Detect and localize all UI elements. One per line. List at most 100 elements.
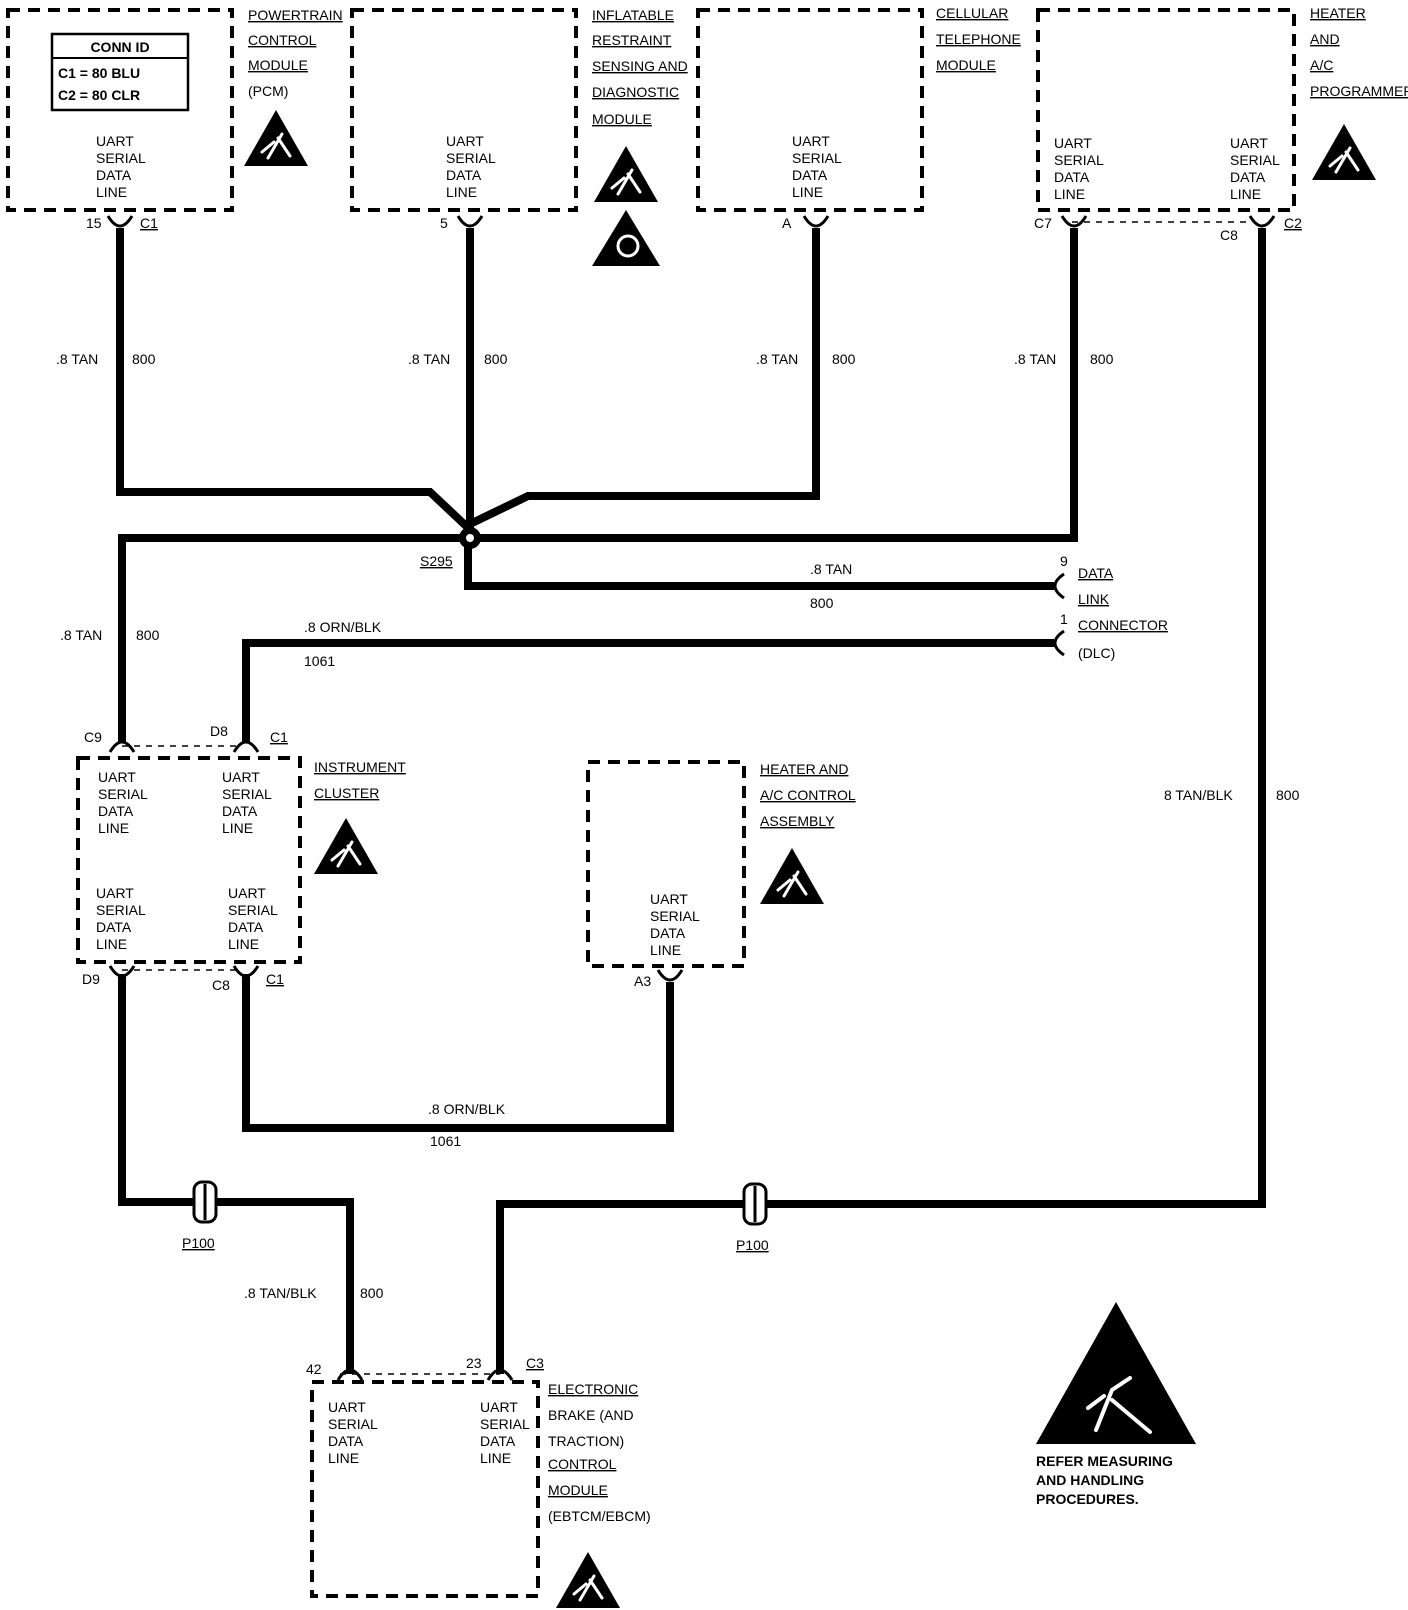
irsdm-name: INFLATABLE RESTRAINT SENSING AND DIAGNOS… xyxy=(592,7,688,127)
svg-text:LINE: LINE xyxy=(480,1450,511,1466)
svg-text:DATA: DATA xyxy=(650,925,686,941)
cluster-conn-c1-top: C1 xyxy=(270,729,288,745)
wire6-num: 800 xyxy=(810,595,834,611)
svg-text:DATA: DATA xyxy=(328,1433,364,1449)
svg-text:CONNECTOR: CONNECTOR xyxy=(1078,617,1168,633)
svg-text:LINE: LINE xyxy=(98,820,129,836)
cluster-pin-d9: D9 xyxy=(82,971,100,987)
svg-text:PROCEDURES.: PROCEDURES. xyxy=(1036,1491,1139,1507)
p100-right-label: P100 xyxy=(736,1237,769,1253)
esd-note: REFER MEASURING AND HANDLING PROCEDURES. xyxy=(1036,1453,1173,1507)
svg-text:UART: UART xyxy=(96,885,134,901)
svg-text:LINE: LINE xyxy=(650,942,681,958)
wire3-color: .8 TAN xyxy=(756,351,798,367)
svg-text:A/C CONTROL: A/C CONTROL xyxy=(760,787,856,803)
wire9-color: .8 ORN/BLK xyxy=(428,1101,506,1117)
wire8-color: 8 TAN/BLK xyxy=(1164,787,1233,803)
svg-text:UART: UART xyxy=(792,133,830,149)
svg-text:SERIAL: SERIAL xyxy=(98,786,148,802)
wire-hvac-prog-800 xyxy=(466,228,1078,542)
svg-text:DATA: DATA xyxy=(1230,169,1266,185)
svg-text:SERIAL: SERIAL xyxy=(446,150,496,166)
cellular-box xyxy=(696,8,924,212)
svg-text:INSTRUMENT: INSTRUMENT xyxy=(314,759,406,775)
svg-text:UART: UART xyxy=(222,769,260,785)
wire1-num: 800 xyxy=(132,351,156,367)
wire8-num: 800 xyxy=(1276,787,1300,803)
splice-label: S295 xyxy=(420,553,453,569)
svg-text:CELLULAR: CELLULAR xyxy=(936,5,1008,21)
svg-text:UART: UART xyxy=(1054,135,1092,151)
wire6-color: .8 TAN xyxy=(810,561,852,577)
svg-text:DIAGNOSTIC: DIAGNOSTIC xyxy=(592,84,679,100)
svg-text:AND: AND xyxy=(1310,31,1340,47)
esd-large-icon xyxy=(1036,1302,1196,1444)
svg-text:MODULE: MODULE xyxy=(592,111,652,127)
svg-text:SERIAL: SERIAL xyxy=(650,908,700,924)
svg-text:UART: UART xyxy=(446,133,484,149)
hvac-control-name: HEATER AND A/C CONTROL ASSEMBLY xyxy=(760,761,856,829)
svg-text:UART: UART xyxy=(480,1399,518,1415)
wire5-color: .8 TAN xyxy=(60,627,102,643)
pcm-conn-label: C1 xyxy=(140,215,158,231)
svg-text:LINE: LINE xyxy=(96,936,127,952)
esd-icon-ebtcm xyxy=(554,1550,622,1610)
cluster-pin-d8: D8 xyxy=(210,723,228,739)
svg-text:SERIAL: SERIAL xyxy=(328,1416,378,1432)
wire-cluster-800 xyxy=(118,534,474,742)
wire7-color: .8 ORN/BLK xyxy=(304,619,382,635)
ebtcm-pin-23: 23 xyxy=(466,1355,482,1371)
svg-text:LINE: LINE xyxy=(1054,186,1085,202)
irsdm-box xyxy=(350,8,578,212)
cluster-conn-c1-bot: C1 xyxy=(266,971,284,987)
svg-text:SERIAL: SERIAL xyxy=(1054,152,1104,168)
p100-right-connector xyxy=(742,1182,768,1226)
svg-text:DATA: DATA xyxy=(446,167,482,183)
wire-hvac-ctrl-1061 xyxy=(242,974,674,1132)
pcm-box xyxy=(6,8,234,212)
svg-text:MODULE: MODULE xyxy=(248,57,308,73)
hvac-prog-pin-c8: C8 xyxy=(1220,227,1238,243)
svg-text:CLUSTER: CLUSTER xyxy=(314,785,379,801)
p100-left-label: P100 xyxy=(182,1235,215,1251)
pcm-name: POWERTRAIN CONTROL MODULE (PCM) xyxy=(248,7,343,99)
svg-text:MODULE: MODULE xyxy=(936,57,996,73)
svg-text:UART: UART xyxy=(228,885,266,901)
wire-dlc-800 xyxy=(464,534,1054,590)
hvac-prog-pin-c7: C7 xyxy=(1034,215,1052,231)
svg-text:DATA: DATA xyxy=(792,167,828,183)
svg-text:LINE: LINE xyxy=(446,184,477,200)
conn-id-title: CONN ID xyxy=(90,39,149,55)
wire3-num: 800 xyxy=(832,351,856,367)
pin-terminals xyxy=(106,215,1276,1381)
svg-text:POWERTRAIN: POWERTRAIN xyxy=(248,7,343,23)
svg-text:LINE: LINE xyxy=(1230,186,1261,202)
hvac-programmer-box xyxy=(1036,8,1296,212)
svg-text:REFER MEASURING: REFER MEASURING xyxy=(1036,1453,1173,1469)
wire2-color: .8 TAN xyxy=(408,351,450,367)
svg-text:PROGRAMMER: PROGRAMMER xyxy=(1310,83,1408,99)
dlc-pin-1: 1 xyxy=(1060,611,1068,627)
wire4-num: 800 xyxy=(1090,351,1114,367)
svg-text:UART: UART xyxy=(96,133,134,149)
svg-text:LINE: LINE xyxy=(328,1450,359,1466)
conn-id-box xyxy=(50,32,190,112)
svg-text:UART: UART xyxy=(98,769,136,785)
conn-id-line1: C1 = 80 BLU xyxy=(58,65,140,81)
wire-cluster-ebtcm-800 xyxy=(118,974,354,1374)
svg-text:CONTROL: CONTROL xyxy=(248,32,317,48)
esd-icon-pcm xyxy=(242,108,310,168)
hvac-prog-conn-c2: C2 xyxy=(1284,215,1302,231)
svg-text:SERIAL: SERIAL xyxy=(480,1416,530,1432)
svg-text:SERIAL: SERIAL xyxy=(96,902,146,918)
esd-icon-hvac-programmer xyxy=(1310,122,1378,182)
ebtcm-name: ELECTRONIC BRAKE (AND TRACTION) CONTROL … xyxy=(548,1381,651,1524)
p100-left-connector xyxy=(192,1180,218,1224)
